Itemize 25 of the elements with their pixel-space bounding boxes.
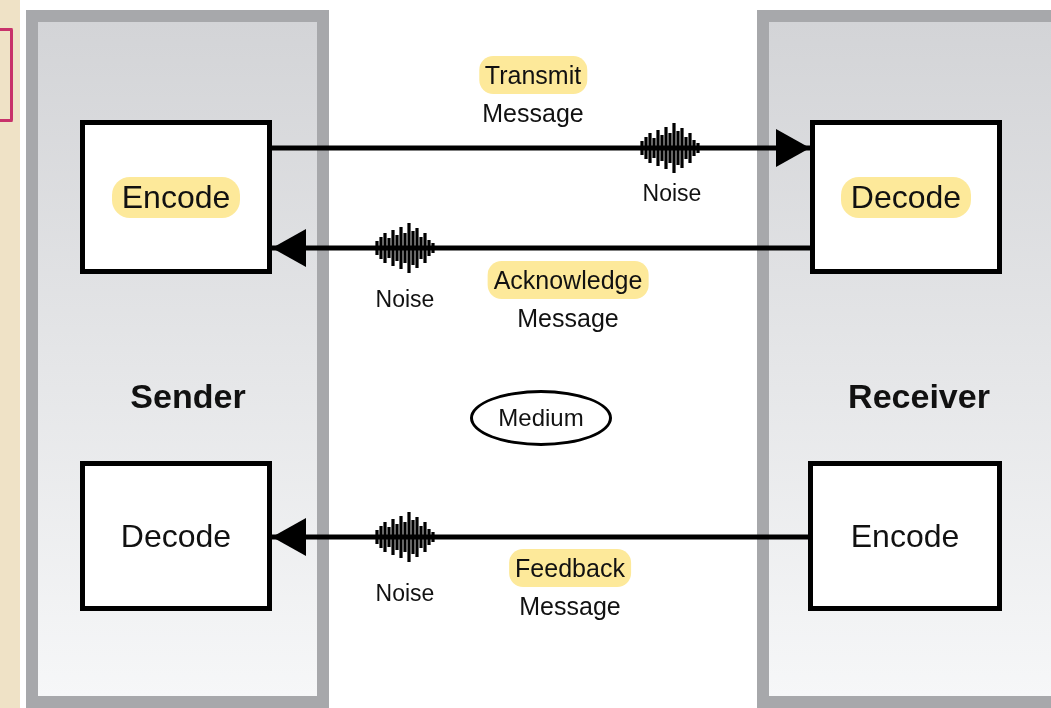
process-box — [810, 120, 1002, 274]
box-label: Encode — [849, 516, 961, 556]
edge-label: Message — [518, 591, 622, 622]
edge-label: Message — [516, 303, 620, 334]
box-label: Decode — [840, 176, 972, 218]
arrow — [272, 229, 810, 267]
arrow — [272, 129, 810, 167]
group-panel — [26, 10, 329, 708]
box-label: Encode — [111, 176, 241, 218]
process-box — [808, 461, 1002, 611]
panel-heading: Receiver — [848, 377, 990, 416]
ellipse-label: Medium — [498, 404, 584, 432]
panel-heading: Sender — [130, 377, 246, 416]
arrow — [272, 518, 808, 556]
edge-label: Feedback — [509, 549, 631, 587]
noise-label: Noise — [375, 286, 435, 313]
process-box — [80, 120, 272, 274]
process-box — [80, 461, 272, 611]
edge-label: Acknowledge — [487, 261, 649, 299]
noise-label: Noise — [642, 180, 702, 207]
box-label: Decode — [119, 516, 233, 556]
edge-label: Transmit — [478, 56, 588, 94]
edge-label: Message — [481, 98, 585, 129]
noise-label: Noise — [375, 580, 435, 607]
group-panel — [757, 10, 1051, 708]
